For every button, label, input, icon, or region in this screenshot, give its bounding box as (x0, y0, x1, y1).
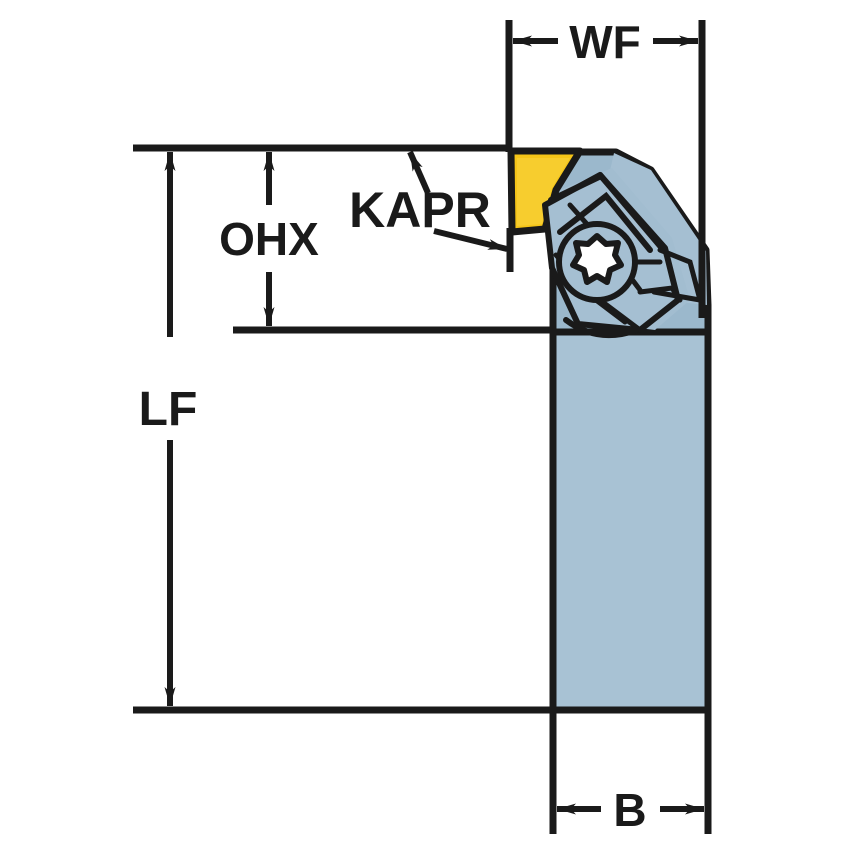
kapr-leader-arrow-upper (407, 150, 431, 195)
insert-bottom-curve (563, 317, 639, 339)
head-facet-line (651, 289, 703, 303)
tool-body-group (507, 147, 712, 714)
kapr-label: KAPR (349, 182, 491, 238)
lf-label: LF (139, 383, 198, 436)
reference-lines-group (133, 144, 562, 714)
dimension-ohx: OHX (219, 152, 319, 326)
dimension-b: B (549, 710, 712, 836)
insert-facet-line-5 (597, 297, 643, 333)
wf-label: WF (569, 16, 641, 68)
torx-screw-drive (570, 233, 624, 285)
clamp-arm-inner-edge (557, 191, 653, 253)
kapr-leader-arrow-lower (433, 228, 508, 252)
dimension-lf: LF (139, 152, 198, 706)
dimension-wf: WF (505, 16, 706, 318)
b-label: B (613, 784, 646, 836)
clamp-arm-upper-edge (548, 172, 663, 249)
head-facet-line-2 (657, 247, 703, 303)
dimension-kapr: KAPR (349, 150, 514, 272)
ohx-label: OHX (219, 213, 319, 265)
tool-shank (549, 328, 712, 714)
insert-top-face (517, 158, 570, 226)
